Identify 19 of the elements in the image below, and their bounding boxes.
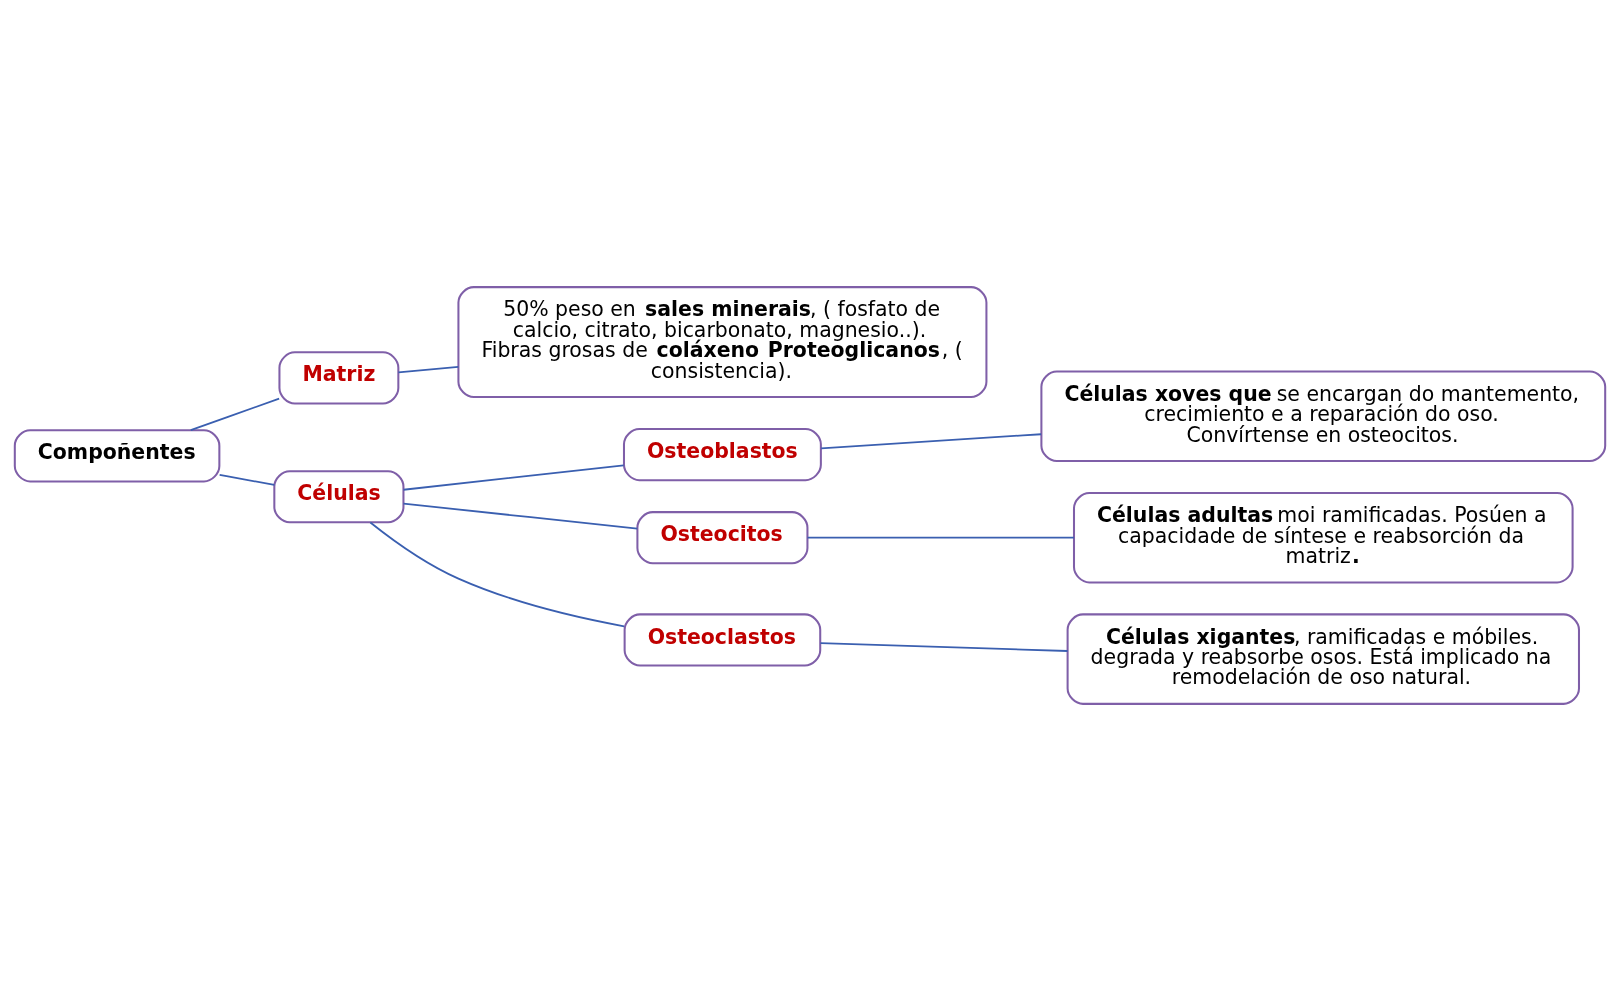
node-box: Compoñentes bbox=[13, 429, 221, 483]
node-box: Matriz bbox=[278, 351, 400, 405]
connector bbox=[402, 464, 625, 491]
node-box: Células xigantes, ramificadas e móbiles. degrada y reabsorbe osos. Está implicado na remodelación de oso natural. bbox=[1066, 613, 1580, 705]
connector bbox=[218, 473, 276, 486]
node-box: Osteoclastos bbox=[623, 613, 822, 667]
connector bbox=[369, 521, 625, 628]
connector bbox=[397, 365, 460, 374]
node-box: Osteoblastos bbox=[622, 428, 822, 482]
connector bbox=[806, 536, 1075, 539]
connector bbox=[819, 642, 1069, 652]
node-box: 50% peso en sales minerais, ( fosfato de calcio, citrato, bicarbonato, magnesio..). Fibras grosas de coláxeno Proteoglicanos, ( consistencia). bbox=[457, 286, 988, 399]
node-box: Células adultas moi ramificadas. Posúen a capacidade de síntese e reabsorción da matriz. bbox=[1072, 491, 1574, 584]
node-box: Células xoves que se encargan do mantemento, crecimiento e a reparación do oso. Convírtense en osteocitos. bbox=[1040, 370, 1607, 462]
connector bbox=[189, 397, 281, 431]
node-box: Células bbox=[273, 470, 405, 524]
node-box: Osteocitos bbox=[636, 511, 809, 565]
connector bbox=[402, 502, 639, 530]
connector bbox=[820, 433, 1043, 450]
